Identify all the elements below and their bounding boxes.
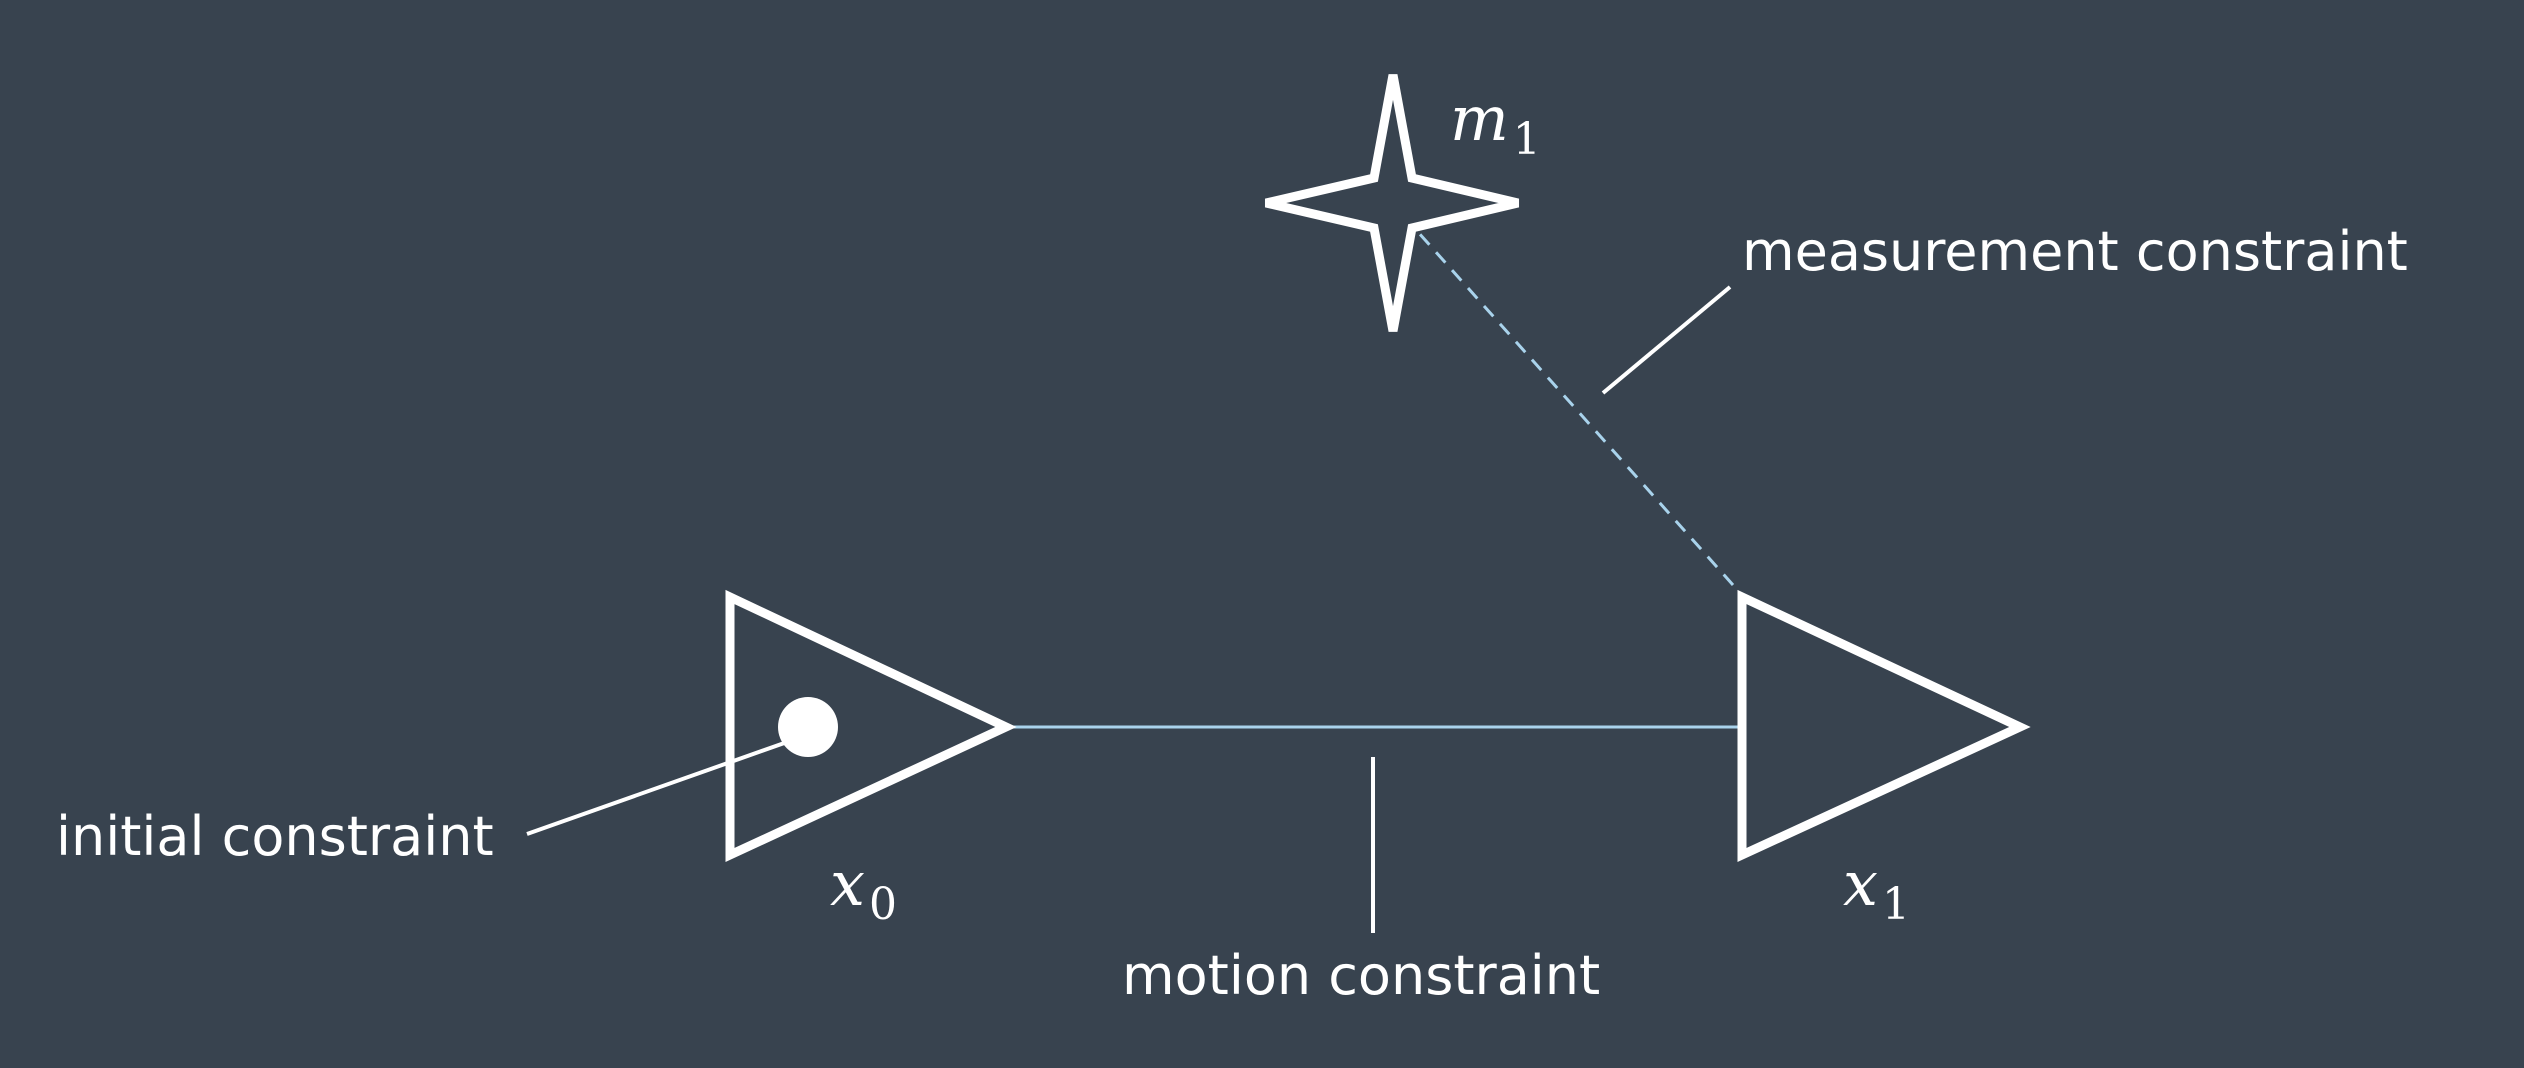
- landmark-m1-label: m1: [1450, 82, 1541, 165]
- pose-x0-subscript: 0: [869, 879, 897, 930]
- landmark-m1-name: m: [1450, 82, 1509, 155]
- pose-x0-name: x: [830, 847, 865, 920]
- measurement-constraint-leader: [1601, 285, 1732, 395]
- pose-x0-triangle: [725, 589, 1017, 863]
- initial-constraint-leader: [526, 739, 791, 836]
- pose-x1-name: x: [1843, 847, 1878, 920]
- pose-x0-label: x0: [830, 847, 897, 930]
- landmark-m1-subscript: 1: [1513, 114, 1541, 165]
- pose-x1-label: x1: [1843, 847, 1910, 930]
- pose-x1-triangle: [1737, 589, 2031, 863]
- pose-x1-subscript: 1: [1882, 879, 1910, 930]
- motion-constraint-label: motion constraint: [1122, 944, 1600, 1007]
- initial-constraint-label: initial constraint: [56, 805, 494, 868]
- measurement-constraint-label: measurement constraint: [1742, 220, 2408, 283]
- measurement-constraint-edge: [1416, 231, 1735, 586]
- initial-constraint-dot: [778, 697, 838, 757]
- landmark-m1-star-icon: [1264, 74, 1520, 332]
